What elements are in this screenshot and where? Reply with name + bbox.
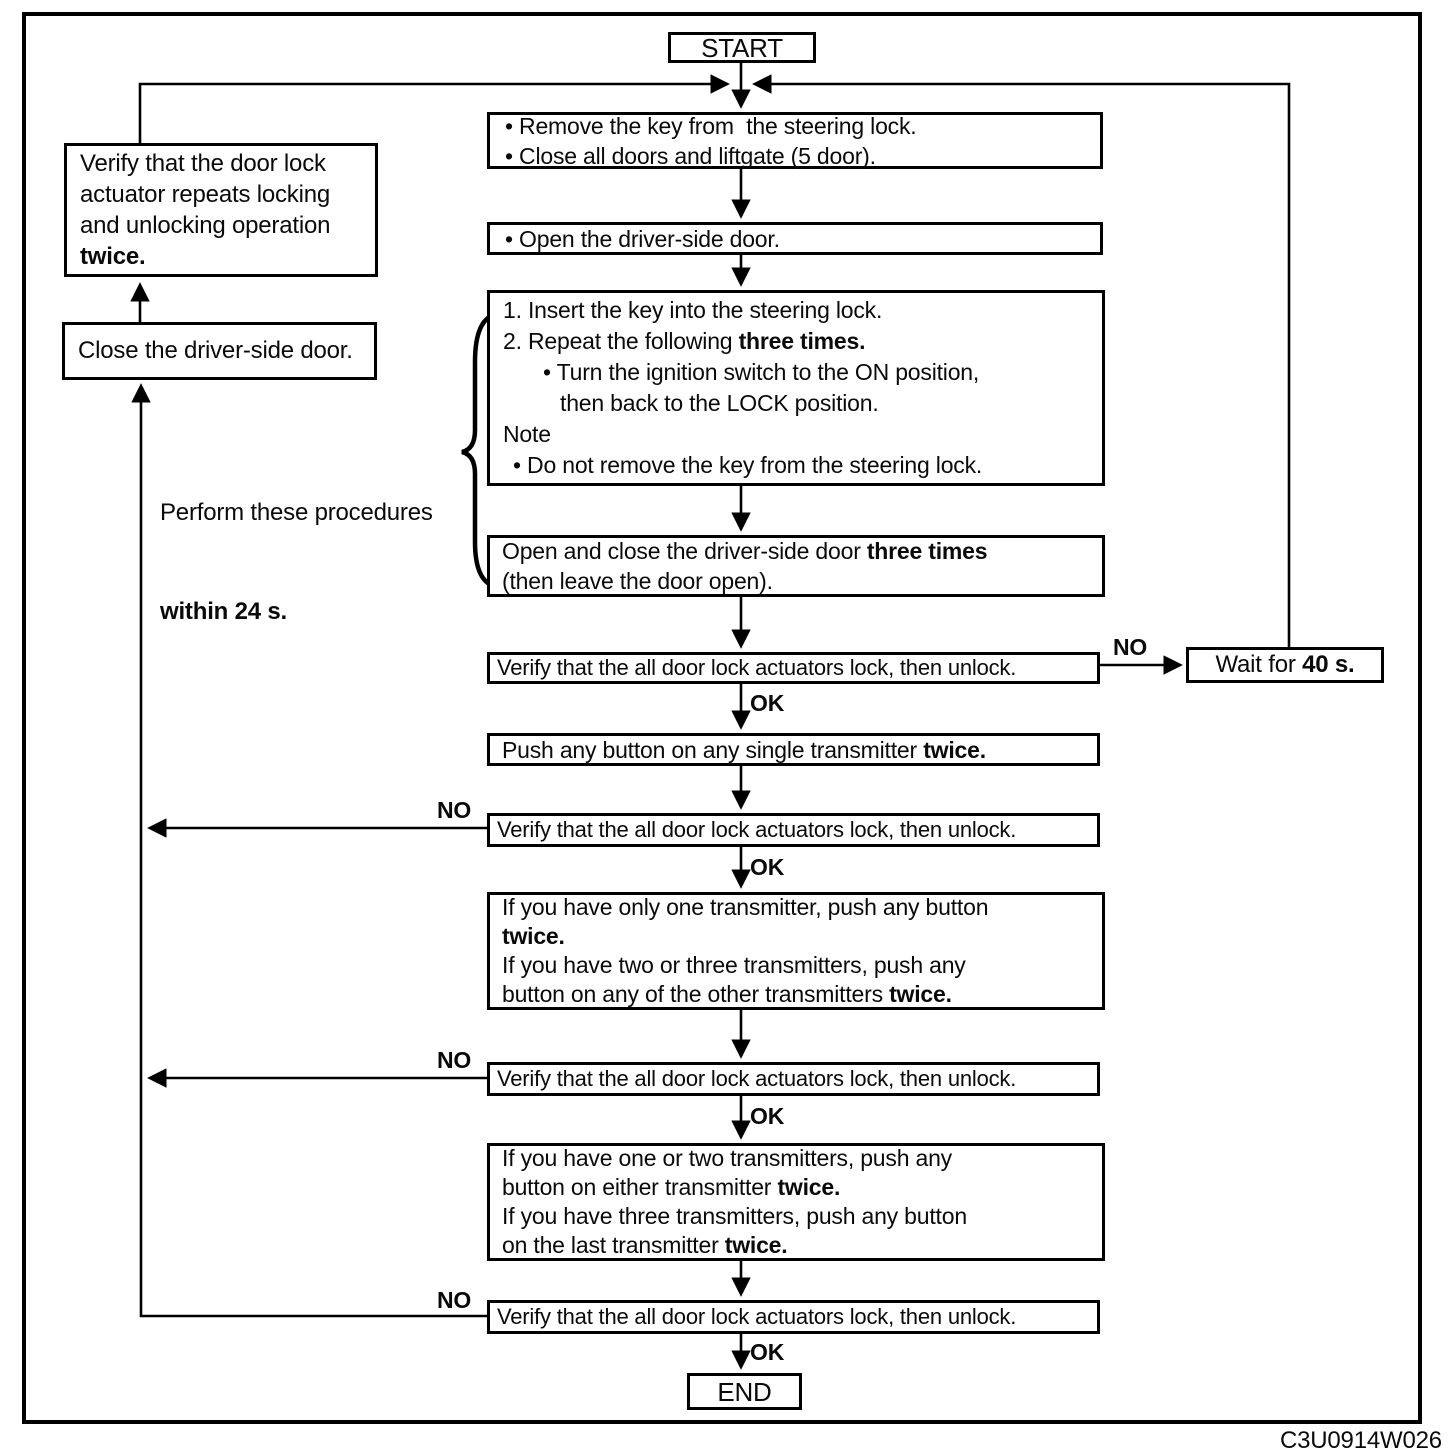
end-label: END (717, 1376, 772, 1407)
label-no-verify2: NO (437, 797, 472, 823)
node-line: • Close all doors and liftgate (5 door). (505, 142, 876, 169)
figure-code: C3U0914W026 (1280, 1427, 1442, 1454)
label-no-verify1: NO (1113, 634, 1148, 660)
node-line: If you have only one transmitter, push a… (502, 894, 989, 920)
node-line: then back to the LOCK position. (560, 390, 879, 416)
node-line: (then leave the door open). (502, 568, 773, 594)
node-line: twice. (80, 243, 146, 270)
node-verify-all-1: Verify that the all door lock actuators … (487, 652, 1100, 684)
node-close-door: Close the driver-side door. (62, 322, 377, 380)
note-24s: Perform these procedures within 24 s. (160, 430, 433, 694)
node-line: Open and close the driver-side door thre… (502, 538, 988, 564)
node-line: and unlocking operation (80, 212, 331, 239)
node-open-door: • Open the driver-side door. (487, 222, 1103, 255)
node-verify-all-4: Verify that the all door lock actuators … (487, 1300, 1100, 1334)
node-line: Wait for 40 s. (1215, 651, 1355, 678)
node-line: • Remove the key from the steering lock. (505, 112, 917, 139)
node-line: twice. (502, 923, 565, 949)
node-line: Verify that the door lock (80, 150, 326, 177)
start-label: START (701, 32, 783, 63)
node-line: If you have three transmitters, push any… (502, 1203, 967, 1229)
label-ok-verify4: OK (750, 1339, 785, 1365)
node-remove-key: • Remove the key from the steering lock.… (487, 112, 1103, 169)
node-line: Verify that the all door lock actuators … (497, 1304, 1017, 1329)
node-open-close-three-times: Open and close the driver-side door thre… (487, 535, 1105, 597)
node-transmitter-step-b: If you have one or two transmitters, pus… (487, 1143, 1105, 1261)
node-line: If you have two or three transmitters, p… (502, 952, 966, 978)
label-ok-verify1: OK (750, 690, 785, 716)
node-push-any-button: Push any button on any single transmitte… (487, 733, 1100, 766)
node-line: button on any of the other transmitters … (502, 981, 952, 1007)
label-no-verify3: NO (437, 1047, 472, 1073)
node-line: Push any button on any single transmitte… (502, 736, 986, 763)
note-line: within 24 s. (160, 598, 287, 625)
node-line: Note (503, 421, 551, 447)
node-line: Verify that the all door lock actuators … (497, 817, 1017, 842)
note-line: Perform these procedures (160, 499, 433, 526)
node-line: • Open the driver-side door. (505, 225, 780, 252)
diagram-border (22, 12, 1422, 1424)
node-line: actuator repeats locking (80, 181, 331, 208)
node-procedure: 1. Insert the key into the steering lock… (487, 290, 1105, 486)
node-wait-40s: Wait for 40 s. (1186, 647, 1384, 683)
node-line: 1. Insert the key into the steering lock… (503, 297, 883, 323)
node-end: END (687, 1373, 802, 1410)
node-verify-all-3: Verify that the all door lock actuators … (487, 1062, 1100, 1096)
node-line: Verify that the all door lock actuators … (497, 655, 1017, 680)
node-line: Close the driver-side door. (78, 337, 353, 364)
label-ok-verify2: OK (750, 854, 785, 880)
node-line: on the last transmitter twice. (502, 1232, 788, 1258)
node-line: • Turn the ignition switch to the ON pos… (543, 359, 980, 385)
node-line: If you have one or two transmitters, pus… (502, 1145, 952, 1171)
node-line: • Do not remove the key from the steerin… (513, 452, 983, 478)
node-start: START (668, 32, 816, 63)
node-transmitter-step-a: If you have only one transmitter, push a… (487, 892, 1105, 1010)
node-line: Verify that the all door lock actuators … (497, 1066, 1017, 1091)
node-verify-actuator: Verify that the door lock actuator repea… (64, 143, 378, 277)
node-line: 2. Repeat the following three times. (503, 328, 866, 354)
node-verify-all-2: Verify that the all door lock actuators … (487, 813, 1100, 847)
label-no-verify4: NO (437, 1287, 472, 1313)
node-line: button on either transmitter twice. (502, 1174, 841, 1200)
label-ok-verify3: OK (750, 1103, 785, 1129)
